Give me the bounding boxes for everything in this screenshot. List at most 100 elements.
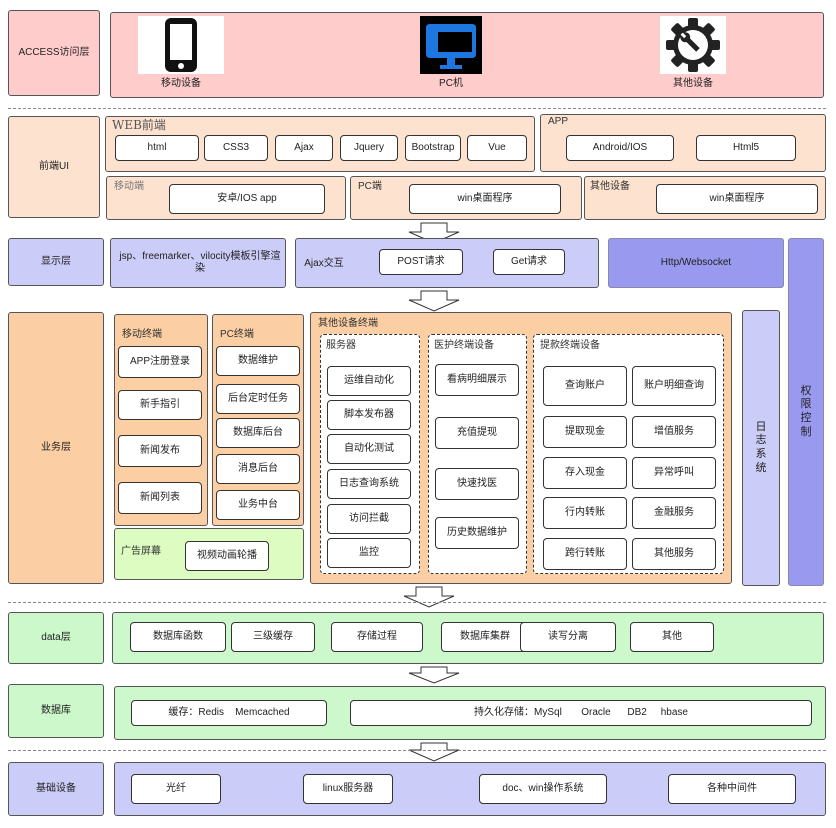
infra-item-3: doc、win操作系统 bbox=[479, 774, 607, 804]
web-item-vue: Vue bbox=[467, 135, 527, 161]
ajax-interaction-title: Ajax交互 bbox=[304, 257, 344, 269]
server-item-1: 运维自动化 bbox=[327, 366, 411, 396]
cash-item-4: 增值服务 bbox=[632, 416, 716, 448]
server-item-5: 访问拦截 bbox=[327, 504, 411, 534]
separator-2 bbox=[8, 602, 826, 603]
data-item-4: 数据库集群 bbox=[441, 622, 529, 652]
web-item-bootstrap: Bootstrap bbox=[405, 135, 461, 161]
server-title: 服务器 bbox=[326, 340, 356, 351]
auth-control-box bbox=[788, 238, 824, 586]
web-item-jquery: Jquery bbox=[340, 135, 398, 161]
web-item-css3: CSS3 bbox=[204, 135, 268, 161]
gear-icon bbox=[660, 16, 726, 74]
cash-item-7: 行内转账 bbox=[543, 497, 627, 529]
pc-terminal-item-5: 业务中台 bbox=[216, 490, 300, 520]
pc-end-item: win桌面程序 bbox=[409, 184, 561, 214]
auth-control-label: 权限控制 bbox=[800, 384, 812, 438]
app-item-android-ios: Android/IOS bbox=[566, 135, 674, 161]
pc-terminal-item-3: 数据库后台 bbox=[216, 418, 300, 448]
other-end-item: win桌面程序 bbox=[656, 184, 818, 214]
data-layer-label: data层 bbox=[41, 631, 71, 643]
post-request: POST请求 bbox=[379, 249, 463, 275]
ad-screen-item: 视频动画轮播 bbox=[185, 541, 269, 571]
mobile-terminal-item-1: APP注册登录 bbox=[118, 346, 202, 378]
cash-terminal-title: 提款终端设备 bbox=[540, 340, 600, 351]
cash-item-9: 跨行转账 bbox=[543, 538, 627, 570]
cash-item-3: 提取现金 bbox=[543, 416, 627, 448]
arrow-down-5 bbox=[408, 742, 460, 762]
device-label-mobile: 移动设备 bbox=[161, 77, 201, 89]
infra-layer-label-box bbox=[8, 762, 104, 816]
other-end-title: 其他设备 bbox=[590, 181, 630, 192]
template-engine-box bbox=[110, 238, 286, 288]
medical-item-4: 历史数据维护 bbox=[435, 517, 519, 549]
separator-3 bbox=[8, 750, 826, 751]
medical-item-3: 快速找医 bbox=[435, 468, 519, 500]
separator-1 bbox=[8, 108, 826, 109]
access-layer-label: ACCESS访问层 bbox=[18, 46, 90, 58]
cash-item-10: 其他服务 bbox=[632, 538, 716, 570]
monitor-icon bbox=[420, 16, 482, 74]
log-system-label: 日志系统 bbox=[755, 420, 767, 474]
business-layer-label: 业务层 bbox=[41, 441, 71, 453]
pc-end-title: PC端 bbox=[358, 181, 382, 192]
arrow-down-3 bbox=[403, 586, 455, 608]
medical-item-1: 看病明细展示 bbox=[435, 364, 519, 396]
data-item-6: 其他 bbox=[630, 622, 714, 652]
infra-item-2: linux服务器 bbox=[303, 774, 393, 804]
cash-item-6: 异常呼叫 bbox=[632, 457, 716, 489]
cash-item-2: 账户明细查询 bbox=[632, 366, 716, 406]
device-label-pc: PC机 bbox=[439, 77, 463, 89]
infra-item-4: 各种中间件 bbox=[668, 774, 796, 804]
ad-screen-title: 广告屏幕 bbox=[121, 546, 161, 557]
mobile-end-title: 移动端 bbox=[114, 181, 144, 192]
arrow-down-2 bbox=[408, 290, 460, 312]
pc-terminal-title: PC终端 bbox=[220, 329, 254, 340]
log-system-box bbox=[742, 310, 780, 586]
database-layer-label: 数据库 bbox=[41, 704, 71, 716]
mobile-end-item: 安卓/IOS app bbox=[169, 184, 325, 214]
data-item-2: 三级缓存 bbox=[231, 622, 315, 652]
device-label-other: 其他设备 bbox=[673, 77, 713, 89]
server-item-3: 自动化测试 bbox=[327, 434, 411, 464]
app-title: APP bbox=[548, 116, 569, 127]
other-terminal-title: 其他设备终端 bbox=[318, 318, 378, 329]
cash-item-5: 存入现金 bbox=[543, 457, 627, 489]
data-item-3: 存储过程 bbox=[331, 622, 423, 652]
medical-item-2: 充值提现 bbox=[435, 417, 519, 449]
data-item-5: 读写分离 bbox=[520, 622, 616, 652]
app-item-html5: Html5 bbox=[696, 135, 796, 161]
display-layer-label-box bbox=[8, 238, 104, 286]
arrow-down-1 bbox=[408, 222, 460, 244]
frontend-layer-label-box bbox=[8, 116, 100, 218]
database-cache: 缓存：Redis Memcached bbox=[131, 700, 327, 726]
database-layer-label-box bbox=[8, 684, 104, 738]
infra-item-1: 光纤 bbox=[131, 774, 221, 804]
display-layer-label: 显示层 bbox=[41, 255, 71, 267]
access-layer-label-box bbox=[8, 10, 100, 96]
infra-layer-label: 基础设备 bbox=[36, 782, 76, 794]
cash-item-8: 金融服务 bbox=[632, 497, 716, 529]
frontend-layer-label: 前端UI bbox=[39, 160, 69, 172]
server-item-6: 监控 bbox=[327, 538, 411, 568]
get-request: Get请求 bbox=[493, 249, 565, 275]
mobile-terminal-title: 移动终端 bbox=[122, 329, 162, 340]
web-item-html: html bbox=[115, 135, 199, 161]
pc-terminal-item-4: 消息后台 bbox=[216, 454, 300, 484]
web-frontend-title: WEB前端 bbox=[112, 118, 166, 132]
web-item-ajax: Ajax bbox=[275, 135, 333, 161]
pc-terminal-item-1: 数据维护 bbox=[216, 346, 300, 376]
arrow-down-4 bbox=[408, 666, 460, 684]
business-layer-label-box bbox=[8, 312, 104, 584]
tablet-icon bbox=[138, 16, 224, 74]
template-engine-label: jsp、freemarker、vilocity模板引擎渲染 bbox=[119, 250, 281, 275]
mobile-terminal-item-2: 新手指引 bbox=[118, 390, 202, 420]
data-item-1: 数据库函数 bbox=[130, 622, 226, 652]
medical-terminal-title: 医护终端设备 bbox=[434, 340, 494, 351]
database-persist: 持久化存储：MySql Oracle DB2 hbase bbox=[350, 700, 812, 726]
pc-terminal-item-2: 后台定时任务 bbox=[216, 384, 300, 414]
http-websocket-label: Http/Websocket bbox=[660, 256, 732, 268]
cash-item-1: 查询账户 bbox=[543, 366, 627, 406]
server-item-4: 日志查询系统 bbox=[327, 469, 411, 499]
http-websocket-box bbox=[608, 238, 784, 288]
